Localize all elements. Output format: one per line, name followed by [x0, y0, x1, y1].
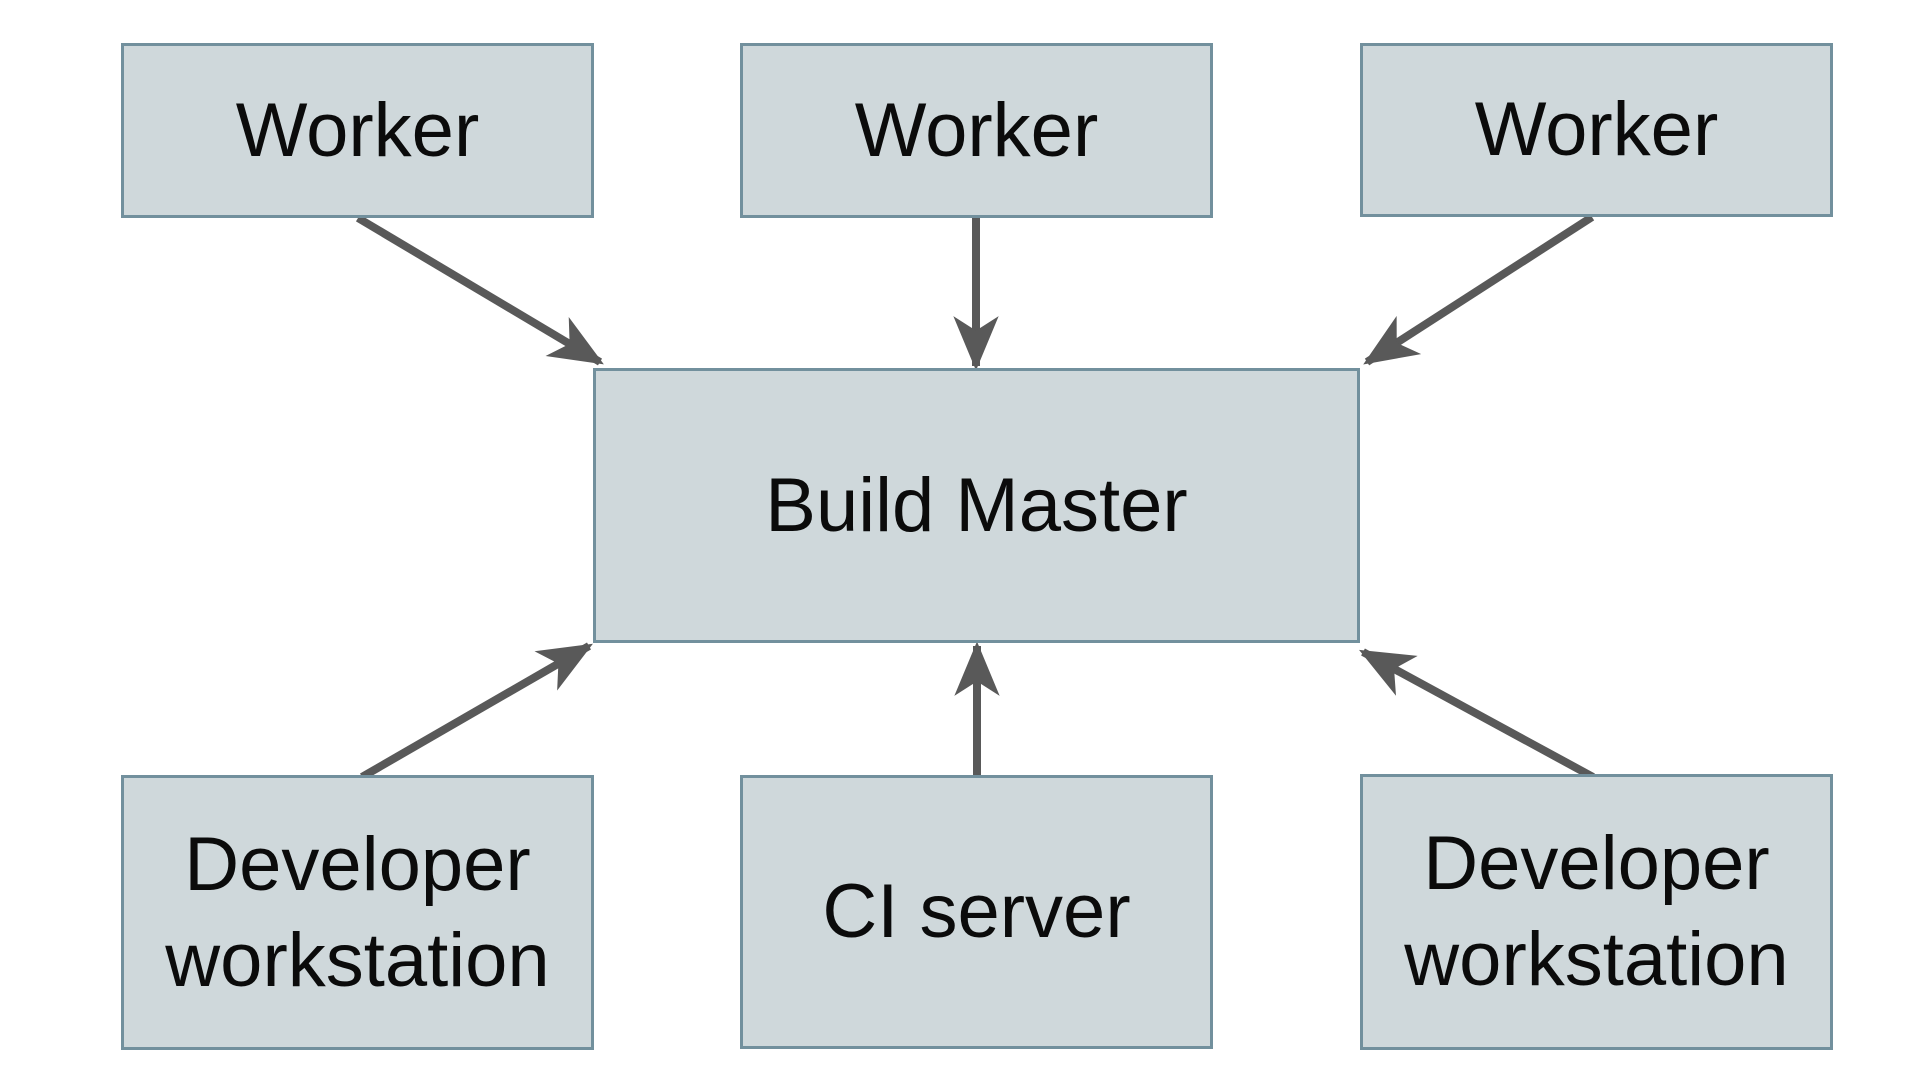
arrow-developer-workstation-right-to-build-master — [1359, 648, 1595, 781]
node-worker-1-label: Worker — [235, 87, 480, 173]
node-worker-1: Worker — [121, 43, 594, 218]
node-developer-workstation-right-label: Developer workstation — [1404, 821, 1789, 1002]
node-worker-2-label: Worker — [854, 87, 1099, 173]
node-worker-3: Worker — [1360, 43, 1833, 217]
arrow-worker-1-to-build-master — [355, 214, 604, 366]
node-build-master-label: Build Master — [765, 462, 1188, 548]
arrow-worker-3-to-build-master — [1363, 213, 1595, 366]
node-worker-2: Worker — [740, 43, 1213, 218]
arrow-developer-workstation-left-to-build-master — [360, 642, 593, 781]
node-ci-server: CI server — [740, 775, 1213, 1049]
node-developer-workstation-right: Developer workstation — [1360, 774, 1833, 1050]
node-build-master: Build Master — [593, 368, 1360, 643]
node-ci-server-label: CI server — [822, 869, 1131, 955]
node-developer-workstation-left: Developer workstation — [121, 775, 594, 1050]
node-developer-workstation-left-label: Developer workstation — [165, 821, 550, 1003]
node-worker-3-label: Worker — [1474, 87, 1719, 173]
